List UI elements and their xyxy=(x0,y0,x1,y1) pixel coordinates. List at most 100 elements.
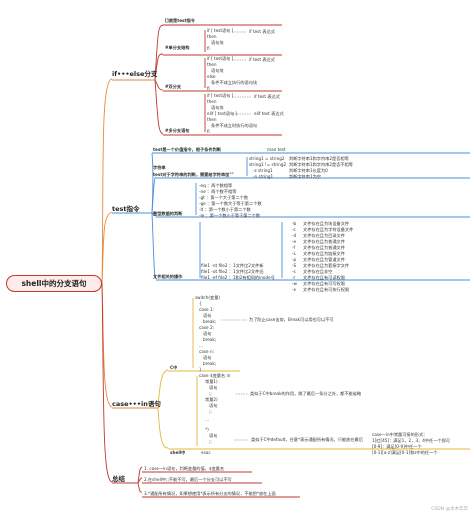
multi-note-2: elif test 表达式 xyxy=(254,111,284,116)
file-op-5: -L xyxy=(292,251,296,256)
shell-note-2: 类似于C中default，任意*表示通配所有情况，只能放在最后 xyxy=(251,437,363,442)
multi-code-1: then xyxy=(207,99,217,104)
double-note: if test 表达式 xyxy=(249,57,275,62)
branch-test[interactable]: test指令 xyxy=(112,205,140,213)
file-desc-2: 文件存在且为目录文件 xyxy=(303,233,345,238)
file-desc-6: 文件存在且为管道文件 xyxy=(303,257,345,262)
branch-summary[interactable]: 总结 xyxy=(112,475,125,483)
c-code-3: 语句 xyxy=(203,313,212,318)
string-desc-0: 判断字符串1和字符串2是否相等 xyxy=(289,156,349,161)
file-op-4: -f xyxy=(292,245,295,250)
watermark: CSDN @水木年华 xyxy=(431,507,468,512)
multi-code-0: if [ test语句 ] xyxy=(207,93,234,98)
file-desc-5: 文件存在且为链接文件 xyxy=(303,251,345,256)
summary-3: 3.*通配所有情况，如果想使用*表示所有分支的情况，不能把*放在上面 xyxy=(144,491,276,496)
shell-code-6: ;; xyxy=(209,409,212,414)
shell-code-9: 语句 xyxy=(209,433,218,438)
shell-code-1: 常量1) xyxy=(205,379,218,384)
double-code-2: 语句块 xyxy=(211,68,224,73)
file-desc-3: 文件存在且为普通文件 xyxy=(303,239,345,244)
file-op-3: -e xyxy=(292,239,297,244)
file-op-9: -r xyxy=(292,275,296,280)
string-op-2: -z string1 xyxy=(253,168,273,173)
num-op-5: -le ：第一个数小于等于第二个数 xyxy=(199,213,261,218)
root-node[interactable]: shell中的分支语句 xyxy=(6,275,102,292)
single-code-3: fi xyxy=(207,46,210,51)
string-head: 字符串 xyxy=(153,165,166,170)
multi-note-1: if test 表达式 xyxy=(254,94,280,99)
double-code-3: else xyxy=(207,74,216,79)
summary-2: 2.在shell中;;不能不写，最后一个分支可以不写 xyxy=(144,477,232,482)
file-op-11: -x xyxy=(292,287,296,292)
file-cmp-1: file1 -ot file2 ：1文件比2文件旧 xyxy=(201,269,264,274)
file-cmp-2: file1 -ef file2 ：1和2有相同的inode号 xyxy=(201,275,275,280)
file-desc-8: 文件存在且非空 xyxy=(303,269,333,274)
shell-code-10: ;; xyxy=(209,439,212,444)
file-op-7: -S xyxy=(292,263,297,268)
case-right-note-2: [0-9]：满足[0-9]中任一个 xyxy=(372,444,422,449)
double-code-4: 条件不成立执行的语句块 xyxy=(211,80,258,85)
file-op-0: -b xyxy=(292,221,297,226)
file-desc-0: 文件存在且为块设备文件 xyxy=(303,221,350,226)
test-intro: test是一个价值指令，根子条件判断 xyxy=(153,147,221,152)
multi-code-3: elif [ test语句 ] xyxy=(207,111,238,116)
shell-label: shell中 xyxy=(170,450,186,455)
c-code-7: break; xyxy=(203,337,217,342)
multi-code-4: then xyxy=(207,117,217,122)
num-op-3: -ge ：第一个数大于等于第二个数 xyxy=(199,201,262,206)
double-code-1: then xyxy=(207,62,217,67)
string-desc-3: 判断字符串1为空 xyxy=(289,174,321,179)
case-right-note-1: 1]红[45]：满足1，2，3，4中任一个即可 xyxy=(372,438,450,443)
double-code-5: fi xyxy=(207,86,210,91)
num-op-4: -lt ：第一个数小于第二个数 xyxy=(199,207,251,212)
file-op-6: -p xyxy=(292,257,297,262)
test-man: man test xyxy=(267,147,286,152)
file-desc-4: 文件存在且为普通文件 xyxy=(303,245,345,250)
file-desc-7: 文件存在且为套接字文件 xyxy=(303,263,350,268)
single-code-2: 语句块 xyxy=(211,40,224,45)
c-code-12: } xyxy=(199,367,202,372)
branch-if-else[interactable]: if•••else分支 xyxy=(112,70,158,78)
shell-code-11: esac xyxy=(201,450,211,455)
case-right-note-0: case一in中常量可接的形式： xyxy=(372,432,428,437)
file-desc-9: 文件存在且有可读权限 xyxy=(303,275,345,280)
file-desc-11: 文件存在且有可执行权限 xyxy=(303,287,350,292)
double-code-0: if [ test语句 ] xyxy=(207,56,234,61)
multi-branch-label: #多分支语句 xyxy=(165,128,190,133)
c-note: 为了防止case击穿，Break可以用也可以不写 xyxy=(249,317,334,322)
c-code-1: { xyxy=(199,301,202,306)
num-op-1: -ne ：两个数不相等 xyxy=(199,189,237,194)
file-desc-1: 文件存在且为字符设备文件 xyxy=(303,227,354,232)
c-code-0: switch(变量) xyxy=(195,295,221,300)
single-code-1: then xyxy=(207,34,217,39)
shell-code-3: ;; xyxy=(209,391,212,396)
string-op-1: string1 != string2 xyxy=(249,162,287,167)
test-cmd-note: []就是test指令 xyxy=(165,18,195,23)
single-code-0: if [ test语句 ] xyxy=(207,28,234,33)
c-code-8: ... xyxy=(199,343,203,348)
summary-1: 1. case一in语句，判断变量的值，$变量名 xyxy=(144,466,225,471)
file-op-2: -d xyxy=(292,233,297,238)
file-cmp-0: file1 -nt file2 ：1文件比2文件新 xyxy=(201,263,264,268)
single-branch-label: #单分支结构 xyxy=(165,45,190,50)
num-op-0: -eq ：两个数相等 xyxy=(199,183,233,188)
num-op-2: -gt ：第一个大于第二个数 xyxy=(199,195,249,200)
file-op-8: -s xyxy=(292,269,296,274)
file-op-10: -w xyxy=(292,281,297,286)
string-op-3: -n string1 xyxy=(253,174,274,179)
c-label: C中 xyxy=(170,365,178,370)
shell-code-8: *) xyxy=(205,427,209,432)
branch-case-in[interactable]: case•••in语句 xyxy=(112,400,161,408)
shell-note-1: 类似于C中break的作用，跳了最后一条分之外，都不能省略 xyxy=(250,391,362,396)
multi-code-2: 语句块 xyxy=(211,105,224,110)
c-code-11: break; xyxy=(203,361,217,366)
single-note: if test 表达式 xyxy=(249,29,275,34)
string-desc-2: 判断字符串1长度为0 xyxy=(289,168,328,173)
shell-code-0: case $变量名 in xyxy=(199,373,231,378)
double-branch-label: #双分支 xyxy=(165,84,182,89)
c-code-6: 语句 xyxy=(203,331,212,336)
num-head: 整型数据的判断 xyxy=(153,211,183,216)
file-desc-10: 文件存在且有可写权限 xyxy=(303,281,345,286)
shell-code-5: 语句 xyxy=(209,403,218,408)
